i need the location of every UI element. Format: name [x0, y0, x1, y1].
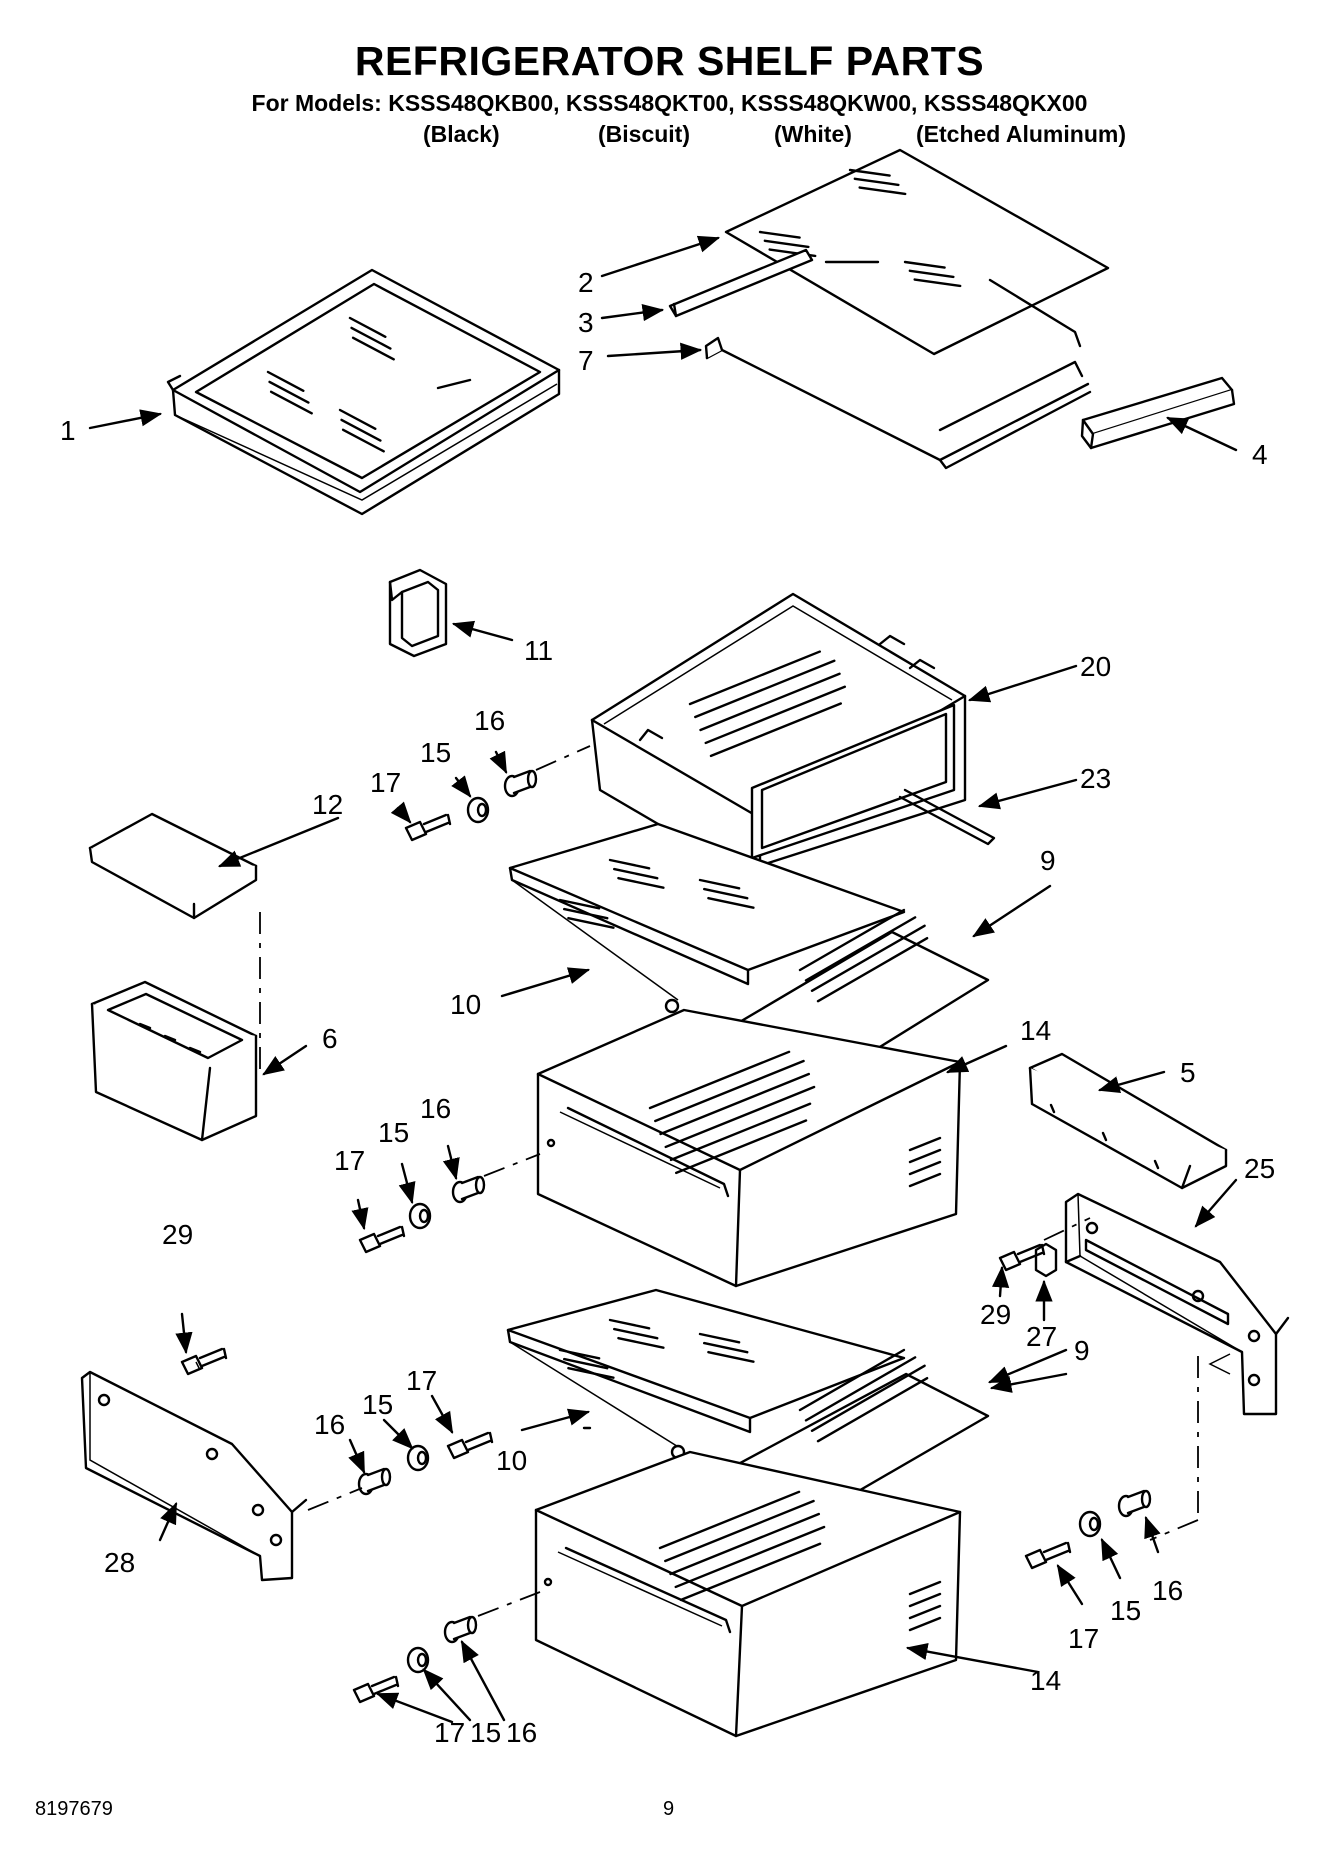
page-title: REFRIGERATOR SHELF PARTS — [354, 38, 985, 84]
callout-16d: 16 — [506, 1717, 537, 1748]
callout-16b: 16 — [314, 1409, 345, 1440]
callout-14b: 14 — [1030, 1665, 1061, 1696]
callout-1: 1 — [60, 415, 76, 446]
callout-25: 25 — [1244, 1153, 1275, 1184]
callout-28: 28 — [104, 1547, 135, 1578]
callout-15b: 15 — [362, 1389, 393, 1420]
fasteners-left-bracket — [180, 1347, 494, 1511]
part-10-crisper-cover-lower — [506, 1288, 906, 1460]
callout-10b: 10 — [496, 1445, 527, 1476]
callout-17: 17 — [370, 767, 401, 798]
callout-29b: 29 — [980, 1299, 1011, 1330]
fastener-pointers — [175, 750, 1161, 1724]
part-14-crisper-pan-lower — [534, 1450, 962, 1738]
callout-20: 20 — [1080, 651, 1111, 682]
callout-9a: 9 — [1040, 845, 1056, 876]
part-14-crisper-pan-upper — [536, 1008, 962, 1288]
callout-17d: 17 — [434, 1717, 465, 1748]
callout-6: 6 — [322, 1023, 338, 1054]
part-6-bin — [90, 980, 258, 1142]
part-7-shelf-frame — [704, 278, 1092, 470]
fasteners-lower-crisper — [352, 1591, 541, 1704]
callout-15c: 15 — [1110, 1595, 1141, 1626]
part-23-drawer-rail — [898, 788, 996, 846]
callout-27: 27 — [1026, 1321, 1057, 1352]
callout-7: 7 — [578, 345, 594, 376]
model-list: For Models: KSSS48QKB00, KSSS48QKT00, KS… — [251, 90, 1088, 116]
callout-10a: 10 — [450, 989, 481, 1020]
part-5-slide-cover — [1028, 1052, 1228, 1190]
part-11-clip — [388, 568, 448, 658]
part-27-clip — [1034, 1242, 1058, 1278]
fasteners-upper-crisper — [358, 1153, 541, 1254]
callout-9b: 9 — [1074, 1335, 1090, 1366]
callout-4: 4 — [1252, 439, 1268, 470]
callout-3: 3 — [578, 307, 594, 338]
callout-16: 16 — [474, 705, 505, 736]
part-28-left-bracket — [80, 1370, 308, 1582]
callout-15d: 15 — [470, 1717, 501, 1748]
part-2-shelf-glass — [724, 148, 1110, 356]
document-number: 8197679 — [35, 1798, 113, 1820]
fasteners-right-bracket — [998, 1217, 1152, 1570]
part-10-crisper-cover-upper — [508, 822, 906, 1014]
callout-15a: 15 — [378, 1117, 409, 1148]
callout-5: 5 — [1180, 1057, 1196, 1088]
callout-29a: 29 — [162, 1219, 193, 1250]
fasteners-upper-drawer — [404, 745, 591, 842]
callout-23: 23 — [1080, 763, 1111, 794]
leader-arrows — [88, 235, 1238, 1674]
variant-black: (Black) — [423, 121, 500, 147]
callout-17b: 17 — [406, 1365, 437, 1396]
callout-14a: 14 — [1020, 1015, 1051, 1046]
page-number: 9 — [663, 1798, 675, 1820]
part-3-shelf-rail — [668, 248, 814, 318]
part-12-bin-lid — [88, 812, 258, 920]
part-20-drawer — [590, 592, 967, 874]
callout-11: 11 — [524, 635, 553, 666]
callout-15: 15 — [420, 737, 451, 768]
part-25-right-bracket — [1064, 1192, 1290, 1416]
part-1-glass-shelf — [166, 268, 561, 516]
part-4-rail-end — [1080, 376, 1236, 450]
callout-16a: 16 — [420, 1093, 451, 1124]
callout-16c: 16 — [1152, 1575, 1183, 1606]
variant-white: (White) — [774, 121, 852, 147]
callout-2: 2 — [578, 267, 594, 298]
callout-17a: 17 — [334, 1145, 365, 1176]
callout-labels: 1 2 3 7 4 11 20 16 15 17 23 12 9 10 6 14… — [60, 267, 1275, 1748]
callout-17c: 17 — [1068, 1623, 1099, 1654]
variant-etched-aluminum: (Etched Aluminum) — [916, 121, 1126, 147]
callout-12: 12 — [312, 789, 343, 820]
variant-biscuit: (Biscuit) — [598, 121, 690, 147]
